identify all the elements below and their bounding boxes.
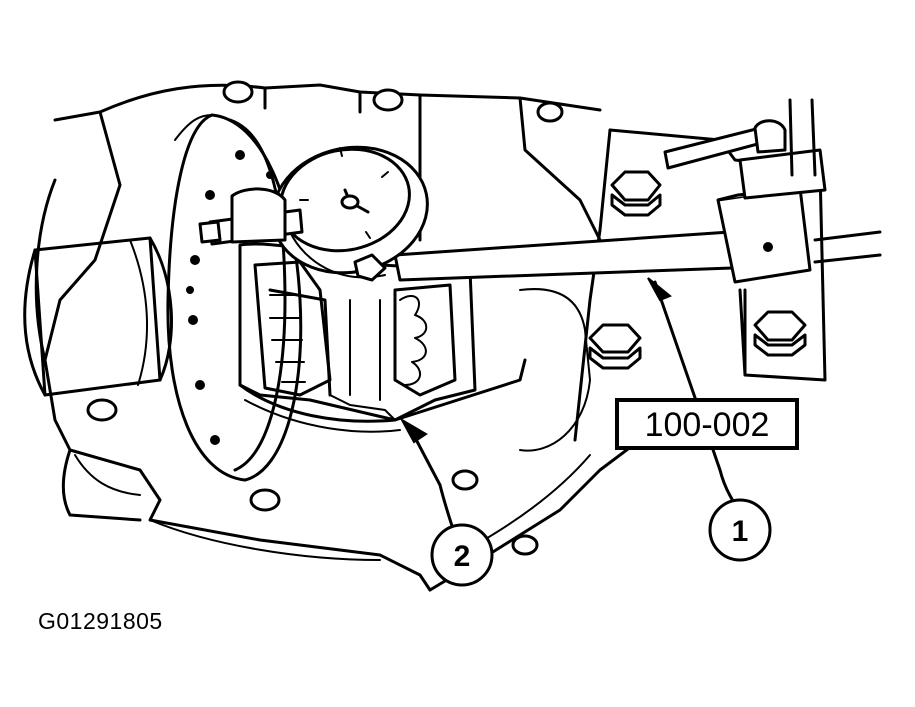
callout-2-number: 2 bbox=[454, 540, 471, 573]
bolt-top bbox=[610, 170, 662, 217]
dial-indicator-tool bbox=[198, 98, 882, 284]
axle-bearing bbox=[23, 236, 173, 397]
bolt-middle bbox=[588, 323, 642, 370]
tool-label: 100-002 bbox=[645, 406, 770, 444]
mounting-plate bbox=[519, 128, 827, 452]
ring-gear-flange bbox=[166, 113, 303, 482]
figure-id: G01291805 bbox=[38, 608, 163, 634]
bolt-right bbox=[753, 310, 807, 357]
callout-2: 2 bbox=[430, 523, 494, 587]
callout-1-number: 1 bbox=[732, 515, 749, 548]
tool-label-box: 100-002 bbox=[615, 398, 799, 450]
callout-1: 1 bbox=[708, 498, 772, 562]
